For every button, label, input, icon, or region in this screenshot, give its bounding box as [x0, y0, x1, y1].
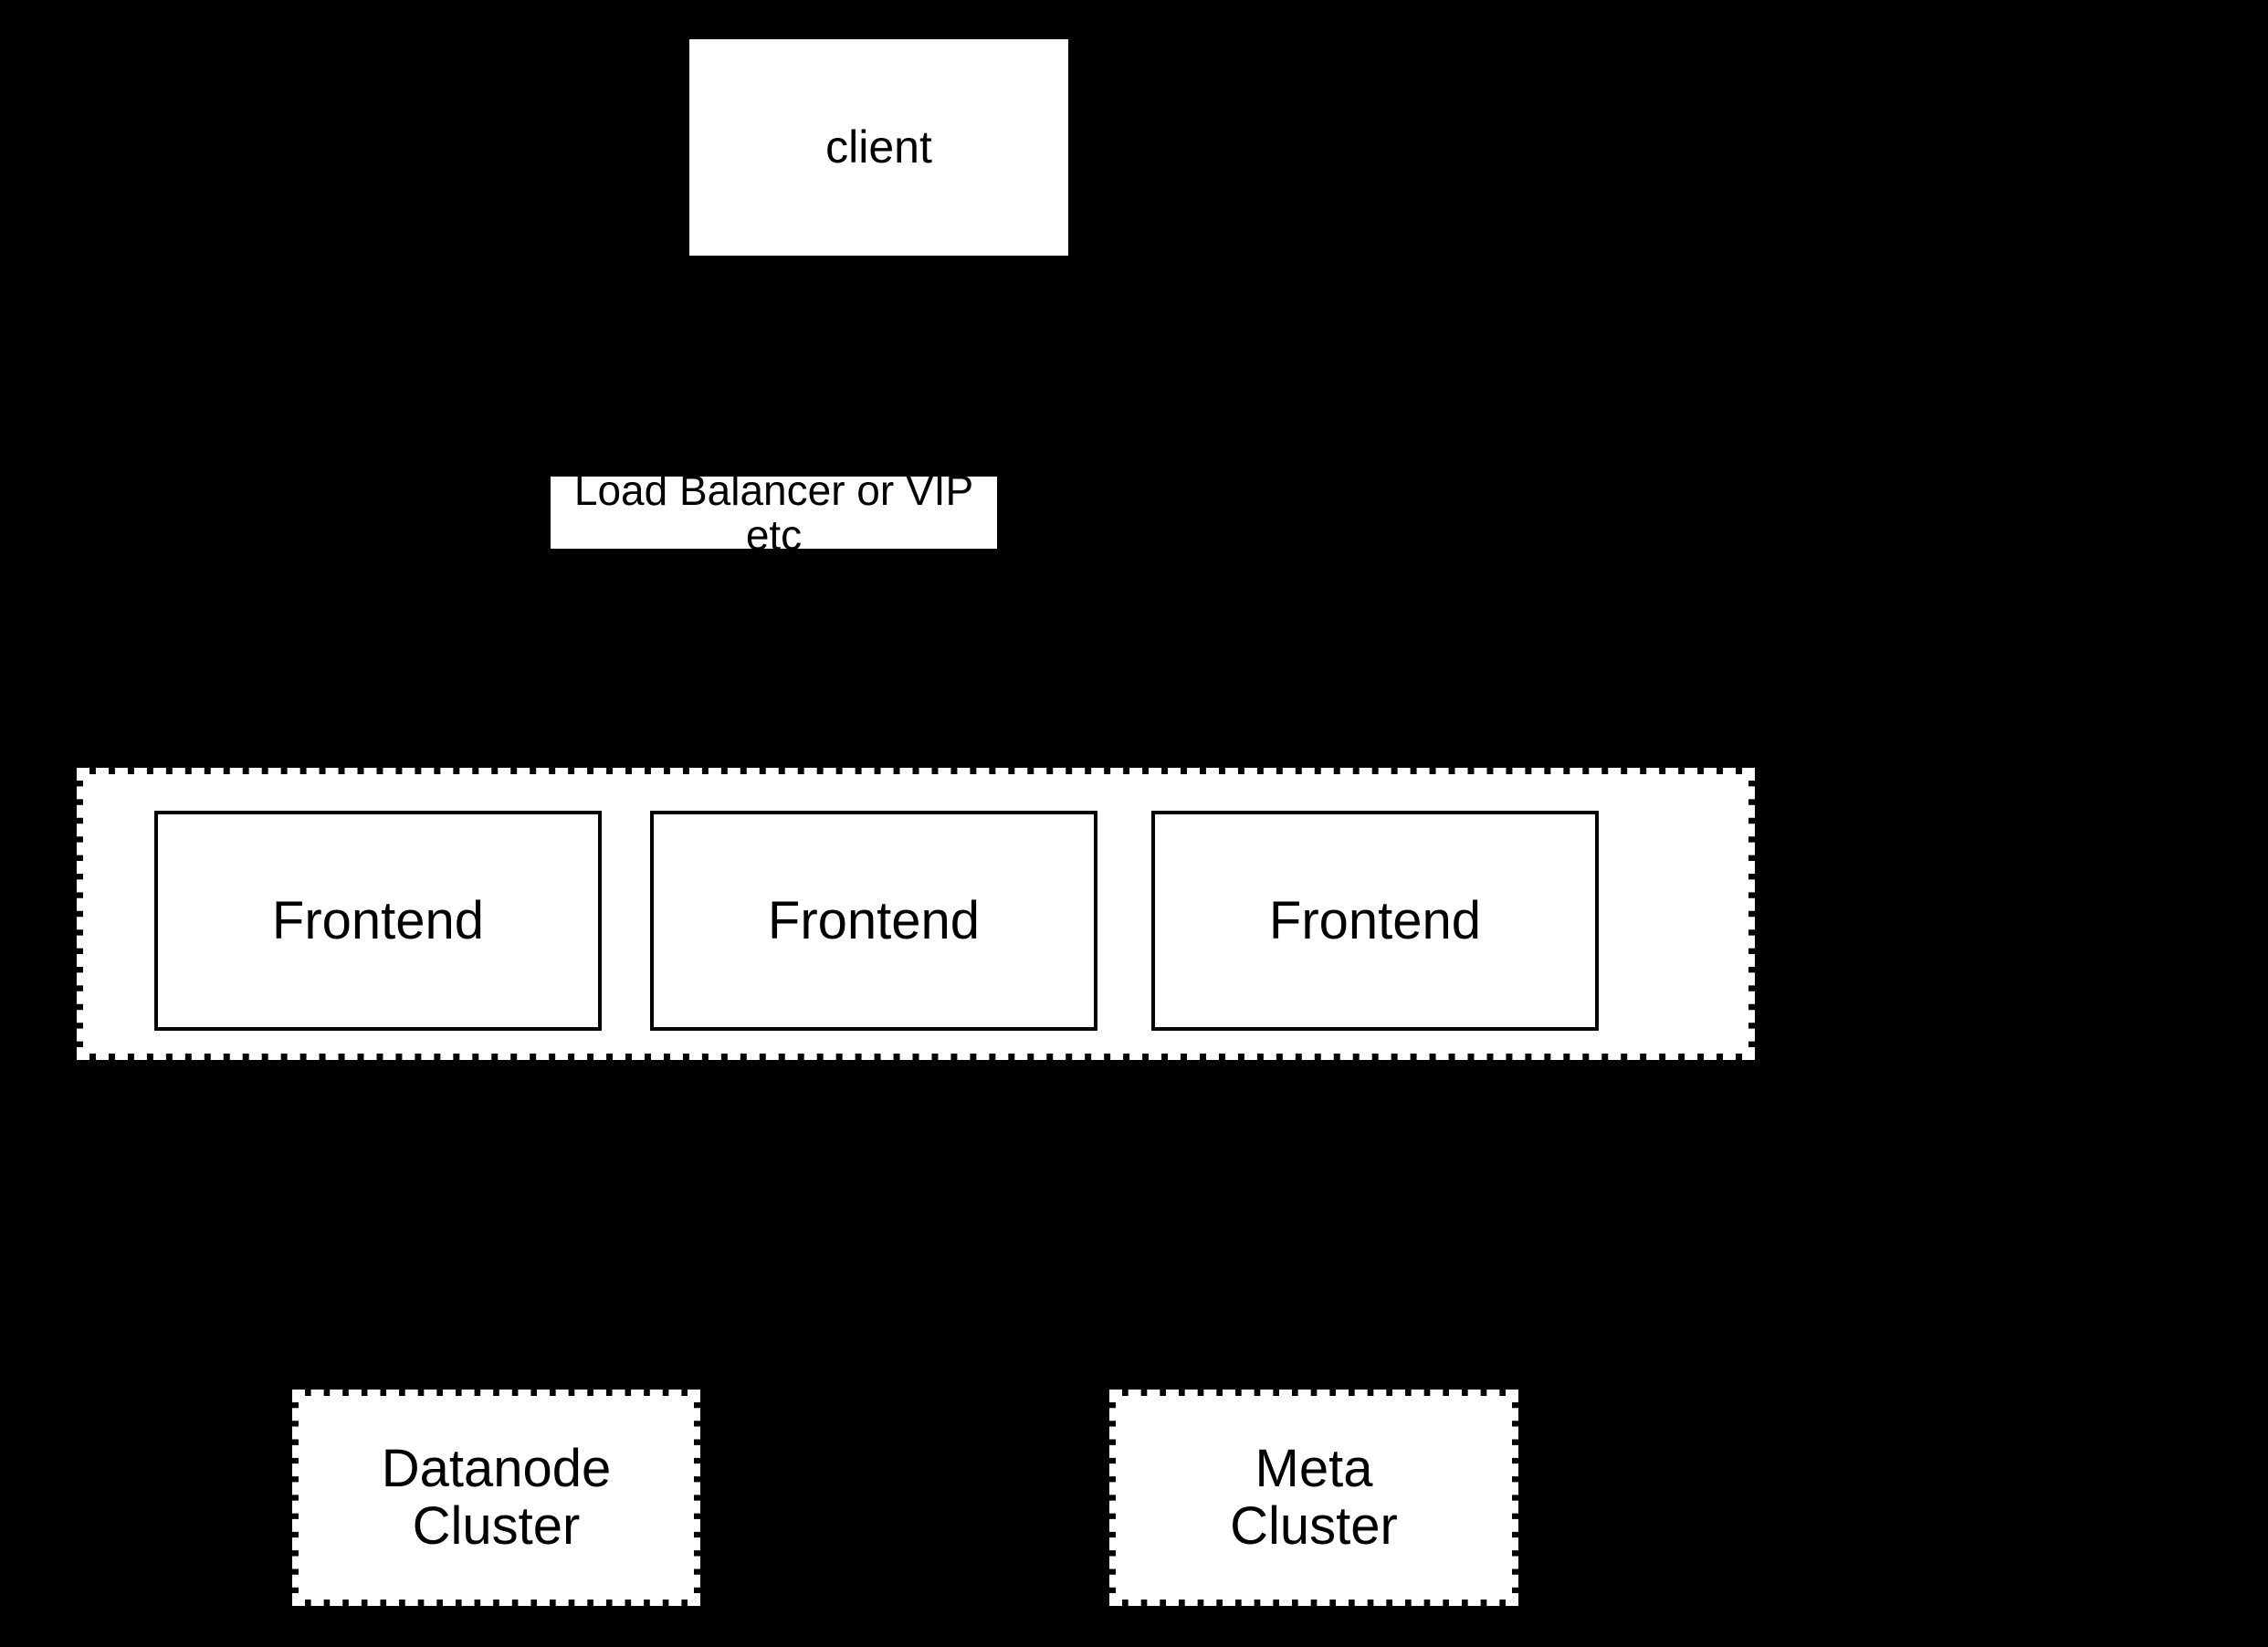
node-frontend-3[interactable]: Frontend: [1151, 811, 1599, 1031]
node-frontend-2[interactable]: Frontend: [650, 811, 1097, 1031]
group-frontend-cluster: Frontend Frontend Frontend: [77, 768, 1755, 1060]
node-frontend-1[interactable]: Frontend: [154, 811, 602, 1031]
group-meta-cluster[interactable]: Meta Cluster: [1109, 1390, 1518, 1606]
node-load-balancer[interactable]: Load Balancer or VIP etc: [551, 467, 997, 557]
meta-cluster-label: Meta Cluster: [1230, 1439, 1398, 1556]
node-client[interactable]: client: [689, 39, 1068, 256]
datanode-cluster-label: Datanode Cluster: [381, 1439, 612, 1556]
group-datanode-cluster[interactable]: Datanode Cluster: [292, 1390, 700, 1606]
